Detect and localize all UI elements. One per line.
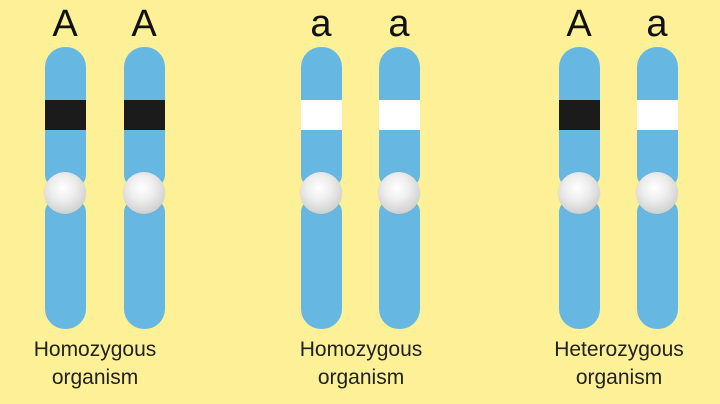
caption-line-1: Homozygous [33,338,157,361]
group-caption: Homozygous organism [0,336,195,392]
centromere-icon [558,172,600,214]
caption-line-1: Heterozygous [554,338,684,361]
dominant-allele-band [45,100,86,130]
recessive-allele-band [379,100,420,130]
recessive-allele-band [301,100,342,130]
allele-label: A [131,3,157,45]
centromere-icon [378,172,420,214]
centromere-icon [636,172,678,214]
dominant-allele-band [559,100,600,130]
allele-label: a [388,3,410,45]
caption-line-2: organism [51,366,139,389]
chromosome-arm-bottom [124,200,165,329]
chromosome-arm-bottom [637,200,678,329]
caption-line-2: organism [575,366,663,389]
allele-label: a [646,3,668,45]
dominant-allele-band [124,100,165,130]
group-caption: Heterozygous organism [519,336,719,392]
allele-label: a [310,3,332,45]
chromosome-arm-bottom [301,200,342,329]
chromosome-arm-bottom [45,200,86,329]
centromere-icon [44,172,86,214]
caption-line-1: Homozygous [299,338,423,361]
chromosome-arm-bottom [559,200,600,329]
centromere-icon [123,172,165,214]
allele-label: A [52,3,78,45]
recessive-allele-band [637,100,678,130]
chromosome-arm-bottom [379,200,420,329]
centromere-icon [300,172,342,214]
group-caption: Homozygous organism [261,336,461,392]
allele-label: A [566,3,592,45]
caption-line-2: organism [317,366,405,389]
